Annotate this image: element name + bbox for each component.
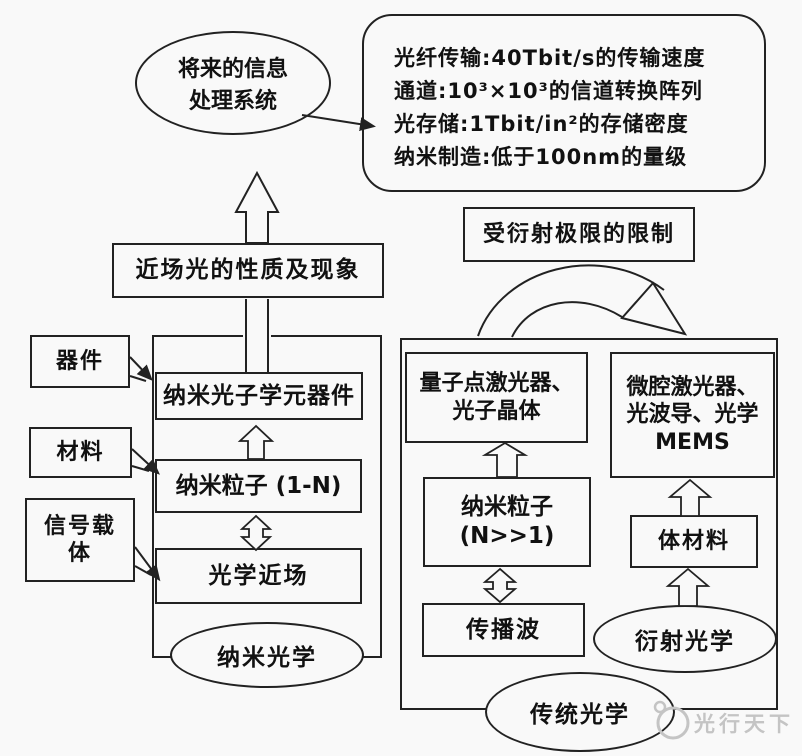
future-system-bubble: 将来的信息 处理系统 (135, 31, 331, 135)
quantum-dot-laser-box: 量子点激光器、 光子晶体 (405, 352, 588, 443)
devices-callout-arrow (129, 356, 153, 381)
optical-near-field-box: 光学近场 (155, 548, 362, 604)
mems-box: 微腔激光器、 光波导、光学 MEMS (610, 352, 775, 478)
diffractive-optics-ellipse: 衍射光学 (593, 605, 777, 673)
near-field-up-arrow (234, 170, 280, 244)
nano-optics-ellipse: 纳米光学 (170, 622, 364, 688)
mems-line1: 微腔激光器、 (626, 374, 759, 400)
nanoparticles-n-box: 纳米粒子 (N>>1) (423, 477, 591, 567)
diffraction-curved-arrowhead (620, 281, 688, 336)
near-field-properties-label: 近场光的性质及现象 (135, 257, 361, 284)
mems-line2: 光波导、光学 (626, 402, 759, 428)
callout-devices-box: 器件 (30, 335, 130, 388)
future-system-line2: 处理系统 (188, 89, 277, 114)
spec-line-nanofab: 纳米制造:低于100nm的量级 (394, 145, 688, 169)
nanoparticles-n-line2: (N>>1) (459, 523, 555, 549)
propagating-wave-label: 传播波 (466, 616, 541, 643)
callout-devices-label: 器件 (55, 348, 104, 374)
traditional-optics-ellipse: 传统光学 (485, 672, 675, 752)
bulk-material-box: 体材料 (630, 515, 758, 568)
specs-callout: 光纤传输:40Tbit/s的传输速度 通道:10³×10³的信道转换阵列 光存储… (362, 14, 766, 192)
callout-materials-label: 材料 (56, 439, 105, 465)
nano-optics-label: 纳米光学 (217, 645, 317, 671)
future-system-line1: 将来的信息 (177, 57, 288, 82)
diffraction-limit-label: 受衍射极限的限制 (482, 221, 675, 247)
optical-near-field-label: 光学近场 (208, 562, 309, 589)
diffraction-limit-box: 受衍射极限的限制 (463, 207, 695, 262)
materials-callout-tail (131, 465, 150, 472)
quantum-dot-laser-line1: 量子点激光器、 (419, 371, 574, 396)
devices-callout-tail (129, 375, 147, 382)
callout-signal-carrier-label: 信号载体 (43, 513, 116, 567)
diffractive-optics-label: 衍射光学 (635, 629, 735, 655)
spec-line-storage: 光存储:1Tbit/in²的存储密度 (394, 112, 689, 136)
nanoparticles-1n-box: 纳米粒子 (1-N) (155, 459, 362, 513)
nanoparticles-1n-label: 纳米粒子 (1-N) (175, 472, 342, 499)
diffraction-curved-arrow-outer (477, 264, 665, 337)
traditional-optics-label: 传统光学 (530, 702, 630, 728)
quantum-dot-laser-line2: 光子晶体 (452, 398, 541, 424)
mems-line3: MEMS (655, 429, 730, 455)
propagating-wave-box: 传播波 (422, 603, 585, 657)
nano-photonic-components-box: 纳米光子学元器件 (155, 372, 363, 420)
bulk-material-label: 体材料 (657, 528, 730, 554)
callout-materials-box: 材料 (29, 427, 132, 478)
diffraction-curved-arrow-inner (511, 301, 623, 338)
nanoparticles-n-line1: 纳米粒子 (461, 494, 553, 521)
watermark-text: 光行天下 (694, 712, 794, 736)
nano-photonic-components-label: 纳米光子学元器件 (163, 382, 355, 409)
spec-line-channel: 通道:10³×10³的信道转换阵列 (394, 79, 703, 103)
callout-signal-carrier-box: 信号载体 (25, 498, 135, 582)
near-field-properties-box: 近场光的性质及现象 (112, 243, 384, 298)
signal-carrier-callout-tail (134, 565, 152, 576)
spec-line-fiber: 光纤传输:40Tbit/s的传输速度 (394, 46, 706, 70)
